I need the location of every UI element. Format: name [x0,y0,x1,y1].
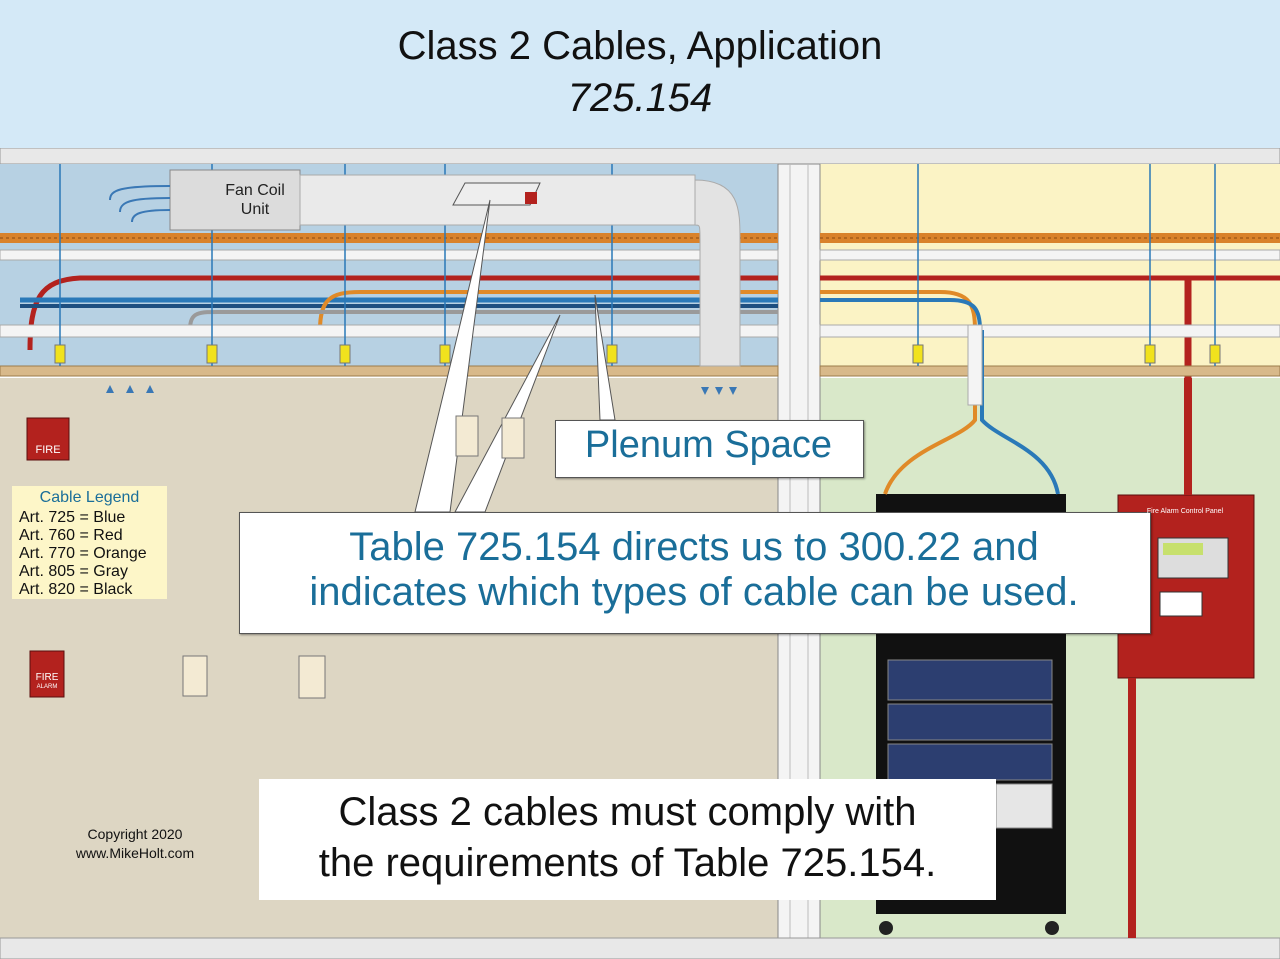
ceiling-grid-right [819,365,1280,377]
copyright-line1: Copyright 2020 [87,826,183,842]
comply-callout-box [259,779,996,900]
legend-item-black: Art. 820 = Black [19,581,133,598]
legend-item-orange: Art. 770 = Orange [19,545,147,562]
fan-coil-label-1: Fan Coil [225,182,285,199]
fire-label-1: FIRE [35,444,61,456]
fire-pull-station-1 [26,417,70,461]
fire-label-2: FIRE [35,672,59,683]
table-callout-line2: indicates which types of cable can be us… [309,570,1079,614]
fire-alarm-sublabel: ALARM [36,684,58,690]
wall-device-1 [455,415,479,457]
smoke-detector-duct [452,182,541,206]
fan-coil-unit [169,169,301,231]
blue-cable-right [820,298,982,331]
cable-legend-title: Cable Legend [39,489,140,506]
legend-item-gray: Art. 805 = Gray [19,563,128,580]
plenum-callout-text: Plenum Space [584,424,833,466]
plenum-space-right [820,164,1280,374]
copyright-line2: www.MikeHolt.com [75,845,195,861]
facp-label: Fire Alarm Control Panel [1146,508,1224,515]
flex-duct [694,179,741,367]
plenum-callout-box [555,420,864,478]
fire-pull-station-2 [29,650,65,698]
wall-device-4 [298,655,326,699]
comply-callout-line2: the requirements of Table 725.154. [318,841,937,885]
wall-device-3 [182,655,208,697]
fan-coil-label-2: Unit [240,201,270,218]
comply-callout-line1: Class 2 cables must comply with [338,790,917,834]
page-subtitle: 725.154 [567,76,713,120]
wall-device-2 [501,417,525,459]
cable-tray-left [0,233,778,243]
legend-item-red: Art. 760 = Red [19,527,123,544]
header-band [0,0,1280,148]
ceiling-grid-left [0,365,779,377]
floor-slab [0,937,1280,959]
table-callout-line1: Table 725.154 directs us to 300.22 and [349,525,1039,569]
page-title: Class 2 Cables, Application [397,24,883,68]
ceiling-slab [0,148,1280,165]
orange-cable-left [318,290,778,331]
legend-item-blue: Art. 725 = Blue [19,509,126,526]
orange-cable-right [820,290,977,331]
cable-legend [12,486,167,599]
table-callout-box [239,512,1151,634]
